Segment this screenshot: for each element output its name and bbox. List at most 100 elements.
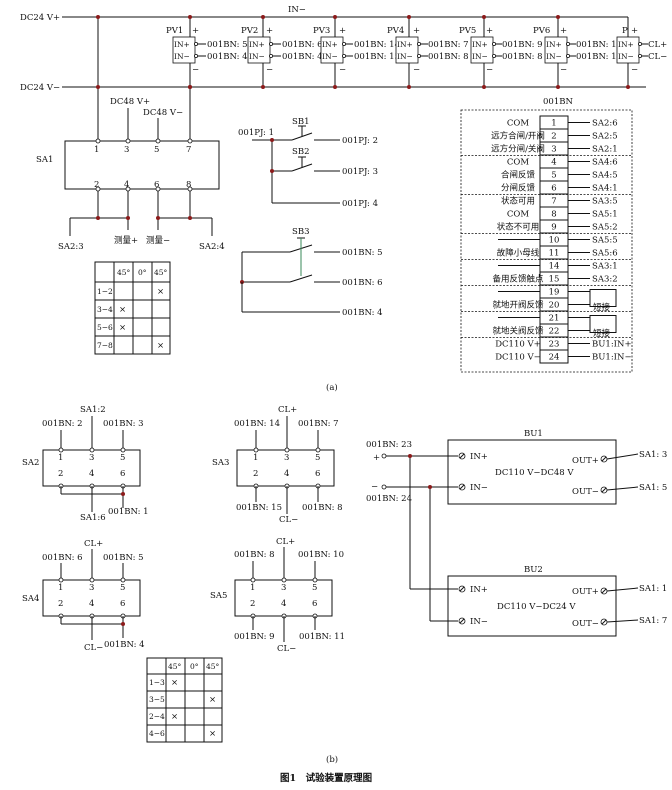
meter-box (320, 36, 344, 64)
junction-dot (270, 169, 274, 173)
terminal-right-label: SA3:1 (592, 262, 618, 272)
meter-box (172, 36, 196, 64)
pv-meter: PV3 + − IN+ IN− 001BN: 14 001BN: 15 (313, 15, 400, 89)
terminal-right-label: SA3:5 (592, 197, 618, 207)
terminal-right-label: BU1:IN+ (592, 340, 632, 350)
junction-dot (96, 85, 100, 89)
sw-bot-right: 001BN: 4 (104, 640, 145, 650)
caption-b: (b) (326, 754, 338, 765)
meter-ref-1: 001BN: 6 (282, 40, 323, 50)
meter-name: PV5 (459, 26, 476, 36)
bu2-name: BU2 (524, 565, 543, 575)
bu-in-plus: IN+ (470, 585, 488, 595)
bu-ref-1: SA1: 1 (639, 584, 667, 594)
pj2-label: 001PJ: 2 (342, 136, 378, 146)
sw-term: 5 (120, 583, 125, 593)
sb3-label: SB3 (292, 227, 309, 237)
bu-out-plus: OUT+ (572, 587, 599, 597)
pv-meter: PV1 + − IN+ IN− 001BN: 5 001BN: 4 (166, 15, 248, 89)
sa1-term: 7 (186, 145, 191, 155)
meter-box (247, 36, 271, 64)
bu-in-minus: IN− (470, 617, 488, 627)
sw-top-right: 001BN: 3 (103, 419, 144, 429)
plus-sign: + (373, 453, 380, 463)
terminal-node (193, 54, 198, 59)
terminal-node (491, 42, 496, 47)
table-header: 45° (206, 662, 220, 671)
meter-box (544, 36, 568, 64)
bu-in-minus: IN− (470, 483, 488, 493)
junction-dot (428, 485, 432, 489)
caption-a: (a) (326, 382, 338, 393)
bu-out-plus: OUT+ (572, 456, 599, 466)
table-header: 0° (190, 662, 199, 671)
junction-dot (556, 85, 560, 89)
bu1-label: DC110 V−DC48 V (495, 468, 574, 478)
wire (606, 587, 639, 592)
sw-top-right: 001BN: 5 (103, 553, 144, 563)
meter-plus: + (413, 26, 420, 36)
sa1-term: 8 (186, 180, 191, 190)
meter-ref-2: 001BN: 8 (428, 52, 469, 62)
pv-meter: PV6 + − IN+ IN− 001BN: 10 001BN: 11 (533, 15, 622, 89)
terminal-node (566, 42, 571, 47)
meter-minus: − (486, 65, 493, 75)
table-row-label: 1−2 (97, 287, 113, 296)
terminal-title: 001BN (543, 97, 573, 107)
meter-minus: − (266, 65, 273, 75)
meter-in-minus: IN− (174, 52, 190, 61)
bu-ref-2: SA1: 7 (639, 616, 667, 626)
sw-term: 5 (312, 583, 317, 593)
meter-minus: − (413, 65, 420, 75)
screw-terminal-icon (459, 453, 465, 459)
meter-plus: + (486, 26, 493, 36)
screw-terminal-icon (459, 586, 465, 592)
sw-term: 6 (312, 599, 317, 609)
terminal-node (341, 54, 346, 59)
sa5-switch: CL+ 001BN: 8 001BN: 10 SA5 1 3 5 2 4 6 0… (210, 537, 345, 654)
table-cell: × (119, 323, 126, 333)
terminal-node (58, 577, 64, 583)
sa1-out-label: 测量− (146, 236, 170, 246)
meter-in-plus: IN+ (618, 40, 634, 49)
sw-term: 6 (315, 469, 320, 479)
sw-term: 6 (120, 469, 125, 479)
meter-ref-2: CL− (648, 52, 667, 62)
terminal-node (155, 138, 161, 144)
dc24-plus-label: DC24 V+ (20, 13, 60, 23)
sw-top-right: 001BN: 10 (298, 550, 344, 560)
sa1-truth-table: 45° 0° 45° 1−2 3−4 5−6 7−8 × × × × (94, 261, 171, 355)
table-cell: × (119, 305, 126, 315)
sa1-term: 3 (124, 145, 129, 155)
bn5-label: 001BN: 5 (342, 248, 383, 258)
dc48-plus-label: DC48 V+ (110, 97, 150, 107)
sw-term: 3 (284, 453, 289, 463)
sb1-sb2-switches: 001PJ: 1 SB1 001PJ: 2 SB2 001PJ: 3 001PJ… (238, 117, 378, 209)
sw-term: 2 (253, 469, 258, 479)
bn6-label: 001BN: 6 (342, 278, 383, 288)
terminal-outline (460, 109, 633, 373)
sw-name: SA3 (212, 458, 229, 468)
table-row-label: 2−4 (149, 712, 165, 721)
junction-dot (96, 216, 100, 220)
meter-in-minus: IN− (472, 52, 488, 61)
junction-dot (407, 85, 411, 89)
bu2-label: DC110 V−DC24 V (497, 602, 576, 612)
terminal-node (268, 42, 273, 47)
meter-ref-1: CL+ (648, 40, 667, 50)
terminal-right-label: SA4:1 (592, 184, 618, 194)
meter-plus: + (192, 26, 199, 36)
switch-blade (289, 274, 313, 283)
sw-term: 4 (89, 469, 94, 479)
junction-dot (188, 216, 192, 220)
junction-dot (121, 622, 125, 626)
sw-top-left: 001BN: 8 (234, 550, 275, 560)
junction-dot (333, 85, 337, 89)
terminal-number: 9 (551, 223, 556, 233)
table-row-label: 3−5 (149, 695, 165, 704)
terminal-left-label: 状态不可用 (497, 222, 540, 233)
terminal-node (566, 54, 571, 59)
terminal-node (187, 138, 193, 144)
